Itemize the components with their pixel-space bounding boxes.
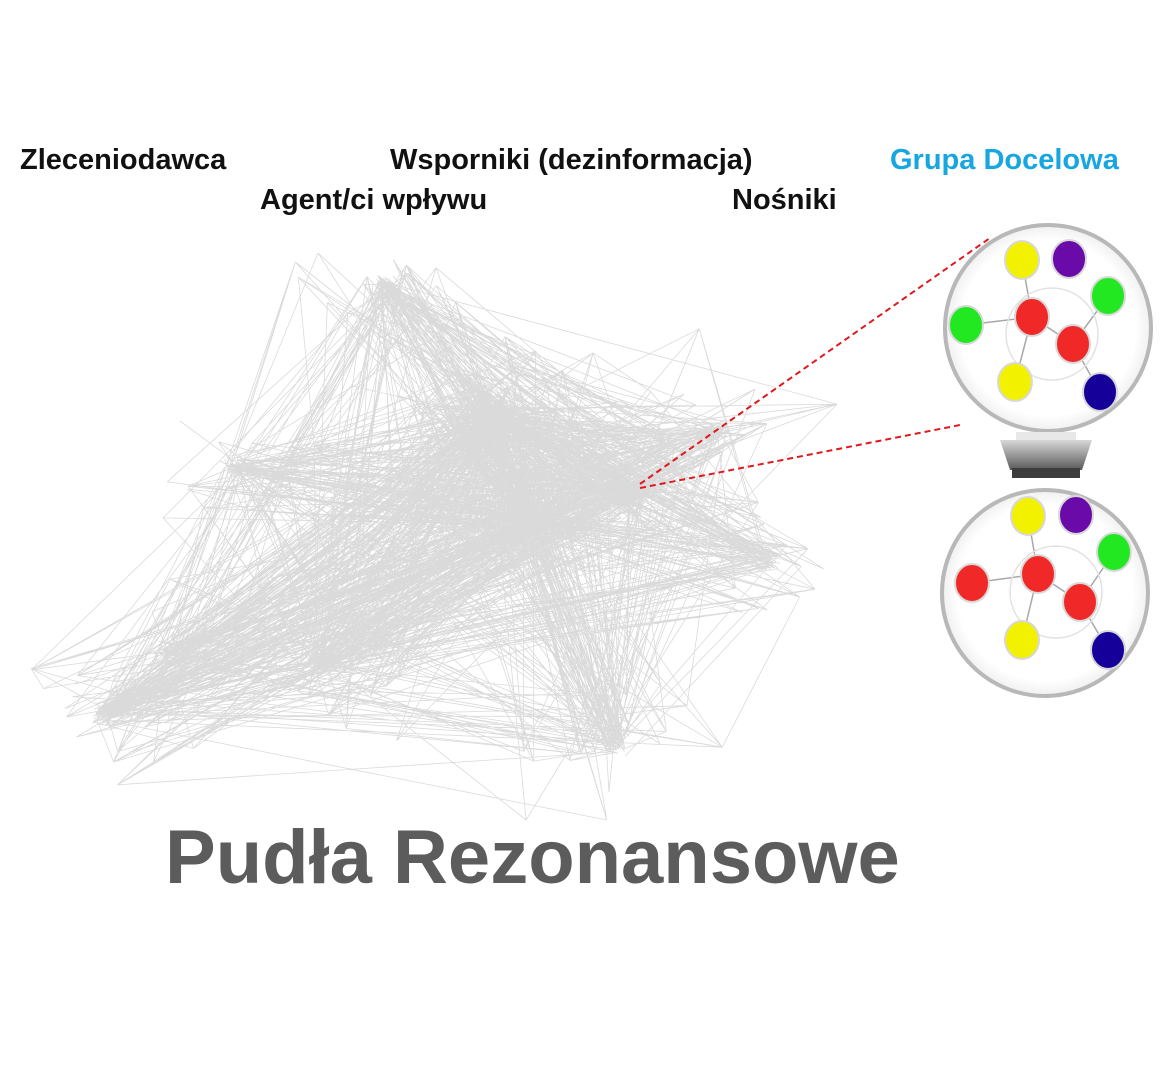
label-supports: Wsporniki (dezinformacja): [390, 144, 753, 176]
node-p1: [1051, 239, 1087, 279]
main-title: Pudła Rezonansowe: [165, 815, 900, 900]
label-agents: Agent/ci wpływu: [260, 184, 488, 216]
zoom-circle-bottom: [940, 488, 1150, 698]
network-edges: [30, 252, 838, 821]
node-y1: [1010, 496, 1046, 536]
node-r2: [1062, 582, 1098, 622]
zoom-circle-top: [943, 223, 1153, 433]
node-r2: [1055, 324, 1091, 364]
node-r1: [1014, 297, 1050, 337]
node-g1: [1096, 532, 1132, 572]
zoom-line-bottom: [639, 424, 961, 489]
zoom-connector-lines: [639, 237, 991, 489]
network-edge-paths: [30, 252, 838, 821]
node-n1: [1090, 630, 1126, 670]
node-y2: [1004, 620, 1040, 660]
zoom-line-top: [639, 237, 991, 485]
transition-arrow: [1000, 432, 1092, 478]
node-n1: [1082, 372, 1118, 412]
node-g2: [948, 305, 984, 345]
label-target-group: Grupa Docelowa: [890, 144, 1119, 176]
label-principal: Zleceniodawca: [20, 144, 227, 176]
node-p1: [1058, 495, 1094, 535]
label-carriers: Nośniki: [732, 184, 837, 216]
node-g1: [1090, 276, 1126, 316]
node-r1: [1020, 554, 1056, 594]
node-r0: [954, 563, 990, 603]
node-y2: [997, 362, 1033, 402]
node-y1: [1004, 240, 1040, 280]
